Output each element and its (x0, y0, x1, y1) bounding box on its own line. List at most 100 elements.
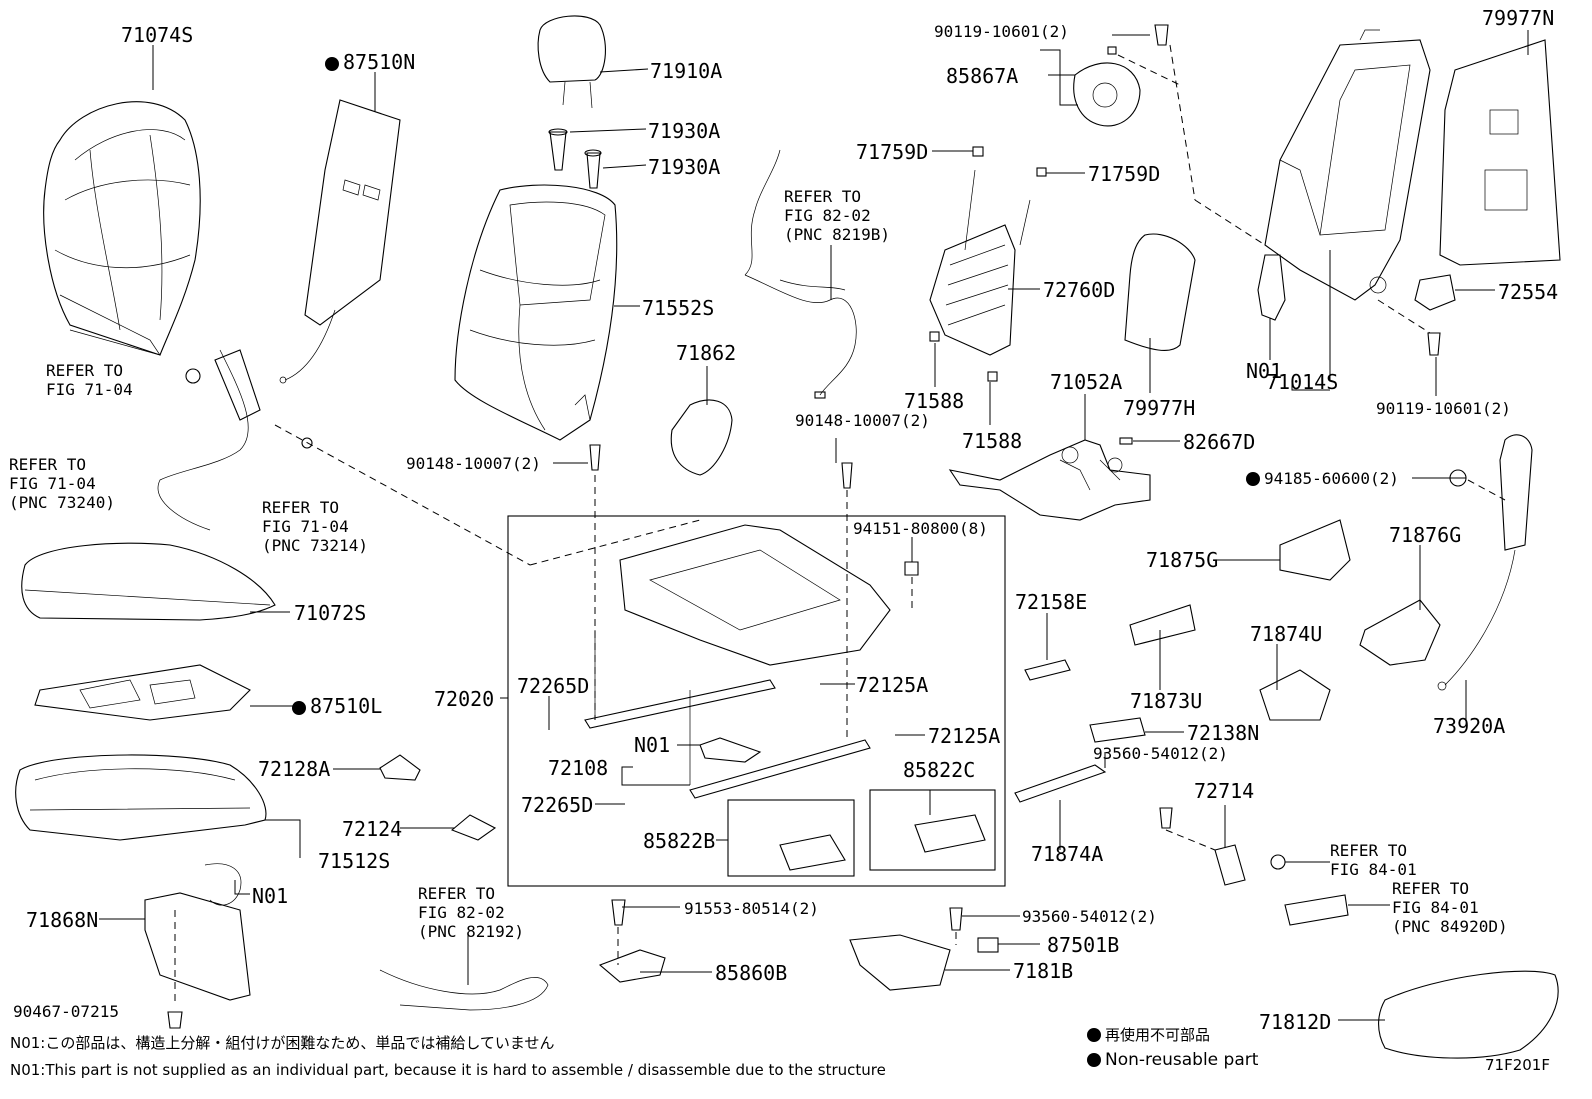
part-label: 85860B (715, 961, 788, 985)
part-label: 71812D (1259, 1010, 1332, 1034)
cover-71868N-drawing (144, 892, 251, 1001)
rail-cover-71874A-drawing (1014, 764, 1107, 803)
part-label: 71759D (856, 140, 929, 164)
cushion-cover-drawing (21, 542, 276, 621)
part-label: 72265D (521, 793, 594, 817)
part-label: 90148-10007(2) (795, 411, 930, 430)
pad-79977H-drawing (1124, 233, 1196, 351)
part-label: 72125A (856, 673, 929, 697)
part-label: 72760D (1043, 278, 1116, 302)
nonreusable-bullet-icon (1087, 1028, 1101, 1042)
legend-nonreusable-jp: 再使用不可部品 (1087, 1026, 1210, 1044)
bracket-85867A-drawing (1036, 46, 1141, 177)
part-label: 85867A (946, 64, 1019, 88)
leader-lines (99, 30, 1529, 1021)
harness-upper-drawing (744, 149, 857, 399)
legend-text: 再使用不可部品 (1105, 1026, 1211, 1044)
part-label-nonreusable: 87510N (325, 51, 415, 73)
track-assembly-box (507, 515, 1006, 887)
part-label: 71052A (1050, 370, 1123, 394)
part-label-nonreusable: 94185-60600(2) (1246, 469, 1399, 488)
part-label: 71759D (1088, 162, 1161, 186)
part-label: 72125A (928, 724, 1001, 748)
part-label: 71014S (1266, 370, 1339, 394)
part-label: 71910A (650, 59, 723, 83)
part-label: 72020 (434, 687, 495, 711)
cover-72138N-drawing (1089, 717, 1146, 743)
bolt-90119-top-drawing (1154, 24, 1169, 46)
part-label: 90148-10007(2) (406, 454, 541, 473)
footnote-en: N01:This part is not supplied as an indi… (10, 1061, 886, 1079)
part-number: 87510L (310, 694, 383, 718)
bracket-72128A-drawing (379, 754, 421, 781)
assembly-dashed-lines (274, 44, 1506, 965)
bolt-90148-left-drawing (589, 444, 601, 471)
nonreusable-bullet-icon (325, 57, 339, 71)
nut-94151-drawing (904, 561, 919, 576)
part-number: 87510N (343, 50, 416, 74)
seat-track-drawing (584, 524, 891, 799)
seatback-pad-drawing (454, 184, 618, 441)
bolt-93560-bottom-drawing (949, 907, 963, 931)
seatback-cover-drawing (43, 101, 201, 356)
cushion-harness-drawing (204, 863, 242, 906)
part-label: 72158E (1015, 590, 1088, 614)
refer-to-note: REFER TO FIG 71-04 (46, 361, 133, 399)
figure-id: 71F201F (1485, 1056, 1550, 1074)
part-label: N01 (634, 733, 671, 757)
cover-72554-drawing (1414, 274, 1456, 311)
bracket-72714-drawing (1214, 844, 1246, 886)
part-label-nonreusable: 87510L (292, 695, 382, 717)
seatback-frame-drawing (1264, 29, 1431, 301)
part-label: 71552S (642, 296, 715, 320)
cushion-heater-drawing (34, 664, 251, 721)
nonreusable-bullet-icon (292, 701, 306, 715)
part-label: 90467-07215 (13, 1002, 119, 1021)
bracket-72124-drawing (450, 814, 497, 841)
trim-piece-drawing (670, 399, 733, 476)
part-label: 71072S (294, 601, 367, 625)
part-label: 73920A (1433, 714, 1506, 738)
back-board-drawing (1439, 39, 1561, 266)
part-label: 71868N (26, 908, 99, 932)
refer-to-note: REFER TO FIG 82-02 (PNC 8219B) (784, 187, 890, 244)
part-label: 94151-80800(8) (853, 519, 988, 538)
bracket-7181B-drawing (849, 934, 951, 991)
lever-73920A-drawing (1437, 434, 1533, 691)
bolt-90119-right-drawing (1427, 332, 1441, 356)
part-label: 7181B (1013, 959, 1074, 983)
clip-72158E-drawing (1024, 659, 1071, 681)
nonreusable-bullet-icon (1087, 1053, 1101, 1067)
part-label: 79977H (1123, 396, 1196, 420)
switch-drawing (1284, 894, 1349, 926)
part-label: 82667D (1183, 430, 1256, 454)
part-label: 72128A (258, 757, 331, 781)
part-label: 71588 (962, 429, 1023, 453)
part-label: 72124 (342, 817, 403, 841)
motor-85822C-drawing (869, 789, 996, 871)
refer-to-note: REFER TO FIG 71-04 (PNC 73214) (262, 498, 368, 555)
seatback-heater-drawing (279, 99, 401, 384)
legend-text: Non-reusable part (1105, 1050, 1259, 1070)
nonreusable-bullet-icon (1246, 472, 1260, 486)
headrest-drawing (537, 15, 606, 189)
part-label: 71074S (121, 23, 194, 47)
side-shield-drawing (1378, 970, 1559, 1059)
part-label: 90119-10601(2) (934, 22, 1069, 41)
refer-to-note: REFER TO FIG 84-01 (1330, 841, 1417, 879)
part-label: 71874U (1250, 622, 1323, 646)
part-label: 93560-54012(2) (1093, 744, 1228, 763)
bracket-71873U-drawing (1129, 604, 1196, 646)
part-label: 71588 (904, 389, 965, 413)
part-label: 72714 (1194, 779, 1255, 803)
part-label: 72554 (1498, 280, 1559, 304)
cushion-pad-drawing (15, 754, 267, 841)
bracket-71875G-drawing (1279, 519, 1351, 581)
part-label: N01 (252, 884, 289, 908)
bracket-71876G-drawing (1359, 599, 1441, 666)
legend-nonreusable-en: Non-reusable part (1087, 1051, 1258, 1069)
part-label: 91553-80514(2) (684, 899, 819, 918)
bracket-85860B-drawing (598, 949, 666, 983)
part-label: N01 (1246, 359, 1283, 383)
pump-drawing (1257, 254, 1286, 321)
